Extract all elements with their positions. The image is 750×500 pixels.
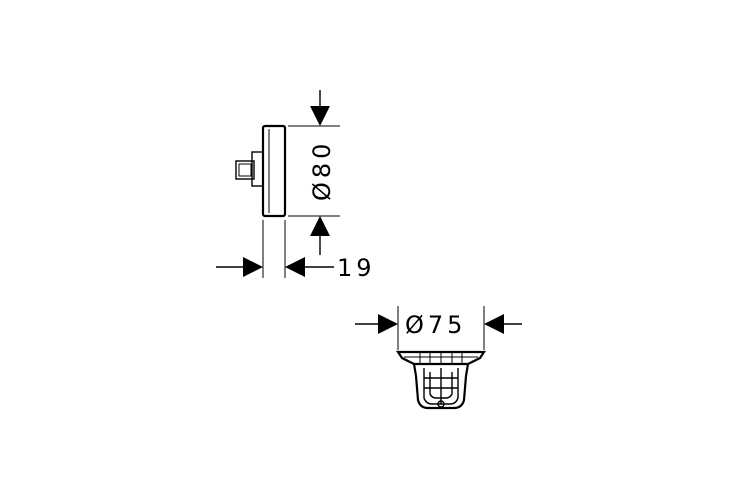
dimension-depth: 19 [216,220,376,282]
arrow-bottom-head [310,216,330,236]
arrow-right-head [285,257,305,277]
front-view-screw [437,400,445,408]
front-view-body [412,363,470,410]
arrow-width-left-head [378,314,398,334]
arrow-top-head [310,106,330,126]
height-diameter-label: Ø80 [308,140,336,201]
dimension-height: Ø80 [288,90,340,255]
side-view [235,124,287,218]
arrow-width-right-head [484,314,504,334]
depth-label: 19 [337,254,376,282]
side-view-knob [235,160,255,180]
arrow-left-head [243,257,263,277]
front-view [395,350,487,410]
side-view-knob-inner [238,163,252,177]
side-view-plate [261,124,287,218]
side-view-knob-base [251,151,264,187]
width-diameter-label: Ø75 [405,311,466,339]
dimension-width: Ø75 [355,306,522,350]
